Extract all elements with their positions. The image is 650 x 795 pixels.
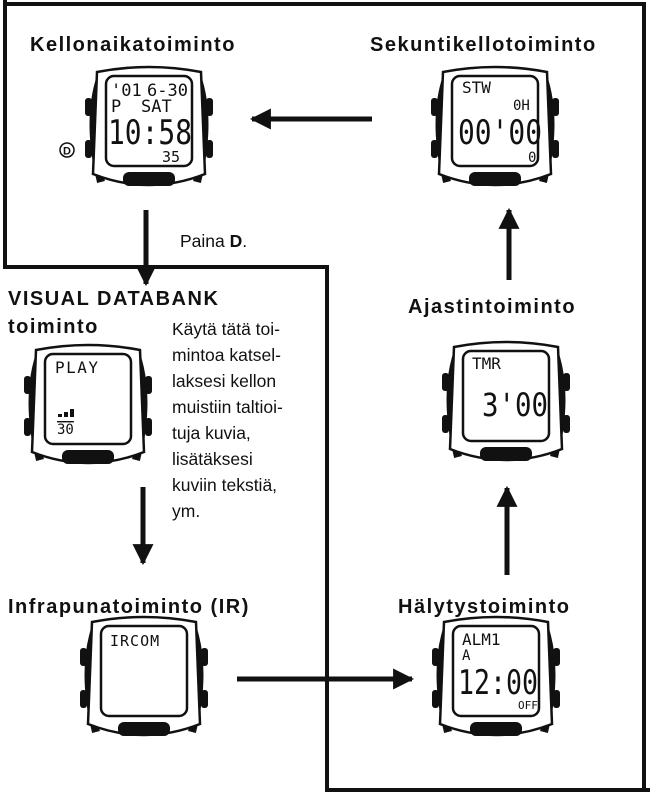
title-timekeeping: Kellonaikatoiminto bbox=[30, 34, 236, 56]
lcd-stw-time: 00'00 bbox=[458, 113, 542, 153]
press-button: D bbox=[229, 231, 243, 251]
lcd-stw-lap: 0 bbox=[528, 150, 536, 166]
watch-databank bbox=[24, 343, 152, 465]
description-line: laksesi kellon bbox=[172, 371, 277, 391]
lcd-tmr-time: 3'00 bbox=[482, 386, 548, 424]
lcd-stw-hours: 0H bbox=[513, 98, 530, 114]
title-infrared: Infrapunatoiminto (IR) bbox=[8, 596, 250, 618]
lcd-alm-label: ALM1 bbox=[462, 630, 501, 649]
lcd-alm-mode: A bbox=[462, 648, 471, 664]
databank-description: Käytä tätä toi- mintoa katsel- laksesi k… bbox=[172, 316, 283, 524]
lcd-play-count: 30 bbox=[57, 422, 74, 438]
description-line: Käytä tätä toi- bbox=[172, 319, 280, 339]
description-line: mintoa katsel- bbox=[172, 345, 281, 365]
title-stopwatch: Sekuntikellotoiminto bbox=[370, 34, 597, 56]
d-button-letter: D bbox=[63, 146, 71, 158]
description-line: ym. bbox=[172, 501, 201, 521]
lcd-alm-time: 12:00 bbox=[458, 663, 538, 703]
lcd-play-label: PLAY bbox=[55, 358, 100, 377]
watch-timekeeping bbox=[85, 65, 213, 187]
lcd-stw-label: STW bbox=[462, 78, 491, 97]
press-suffix: . bbox=[242, 231, 248, 251]
lcd-date: 6-30 bbox=[147, 81, 188, 101]
lcd-time: 10:58 bbox=[108, 113, 192, 153]
title-databank-line2: toiminto bbox=[8, 316, 99, 338]
description-line: tuja kuvia, bbox=[172, 423, 251, 443]
lcd-tmr-label: TMR bbox=[472, 354, 501, 373]
watch-stopwatch bbox=[431, 65, 559, 187]
description-line: muistiin taltioi- bbox=[172, 397, 283, 417]
description-line: lisätäksesi bbox=[172, 449, 253, 469]
lcd-pm: P bbox=[111, 97, 121, 117]
frame-left-path bbox=[3, 0, 650, 792]
title-databank-line1: VISUAL DATABANK bbox=[8, 288, 220, 310]
watch-timer bbox=[442, 340, 570, 462]
frame-right-path bbox=[5, 2, 646, 790]
description-line: kuviin tekstiä, bbox=[172, 475, 278, 495]
lcd-seconds: 35 bbox=[162, 148, 180, 166]
press-instruction: Paina D. bbox=[180, 228, 247, 254]
d-button-marker bbox=[59, 142, 75, 158]
watch-alarm bbox=[432, 615, 560, 737]
lcd-year: '01 bbox=[111, 81, 142, 101]
lcd-alm-status: OFF bbox=[518, 699, 538, 712]
lcd-day: SAT bbox=[141, 97, 172, 117]
title-alarm: Hälytystoiminto bbox=[398, 596, 571, 618]
watch-infrared bbox=[80, 615, 208, 737]
lcd-ircom-label: IRCOM bbox=[110, 632, 160, 650]
press-prefix: Paina bbox=[180, 231, 230, 251]
title-timer: Ajastintoiminto bbox=[408, 296, 577, 318]
